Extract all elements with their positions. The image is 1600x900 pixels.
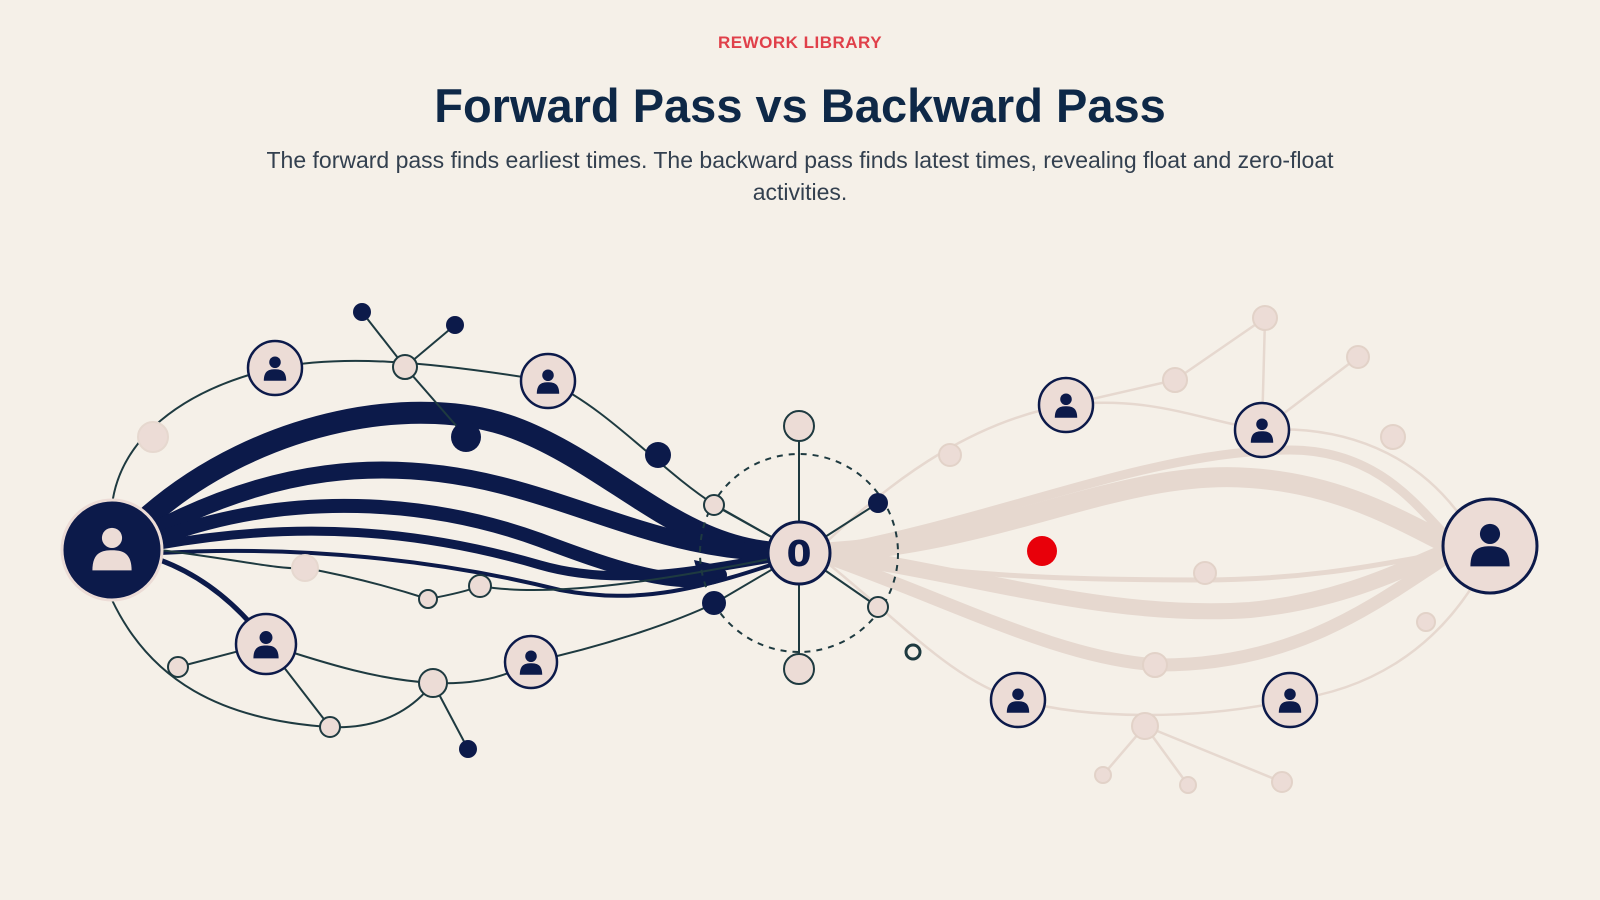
faded-node	[1162, 367, 1188, 393]
faded-arc	[1143, 724, 1284, 784]
user-node	[246, 339, 304, 397]
flow-strand	[158, 548, 802, 598]
faded-node	[1193, 561, 1217, 585]
ring-node	[867, 596, 889, 618]
faded-node	[938, 443, 962, 467]
zero-node-label: 0	[786, 534, 811, 575]
faded-node	[1094, 766, 1112, 784]
ring-dot	[868, 493, 888, 513]
faded-node	[1142, 652, 1168, 678]
user-node	[989, 671, 1047, 729]
library-kicker: REWORK LIBRARY	[717, 33, 883, 52]
user-node	[1233, 401, 1291, 459]
faded-node	[1131, 712, 1159, 740]
faded-node	[1252, 305, 1278, 331]
faded-node	[1271, 771, 1293, 793]
bottom-node	[783, 653, 815, 685]
float-ring	[699, 453, 899, 653]
faded-arc	[1260, 428, 1472, 532]
ring-node	[703, 494, 725, 516]
user-node	[519, 352, 577, 410]
faded-flow	[812, 549, 1453, 583]
flow-strand	[139, 401, 811, 565]
backward-pass-nodes	[938, 305, 1436, 794]
ring-dot	[702, 591, 726, 615]
user-node-start	[60, 498, 164, 602]
flow-strand	[146, 461, 814, 562]
faded-node	[1416, 612, 1436, 632]
user-node	[1261, 671, 1319, 729]
page-title: Forward Pass vs Backward Pass	[434, 79, 1166, 132]
zero-node	[766, 520, 832, 586]
faded-thick-flow	[810, 445, 1455, 558]
faded-node	[1179, 776, 1197, 794]
top-node	[783, 410, 815, 442]
page-subtitle: The forward pass finds earliest times. T…	[266, 147, 1334, 205]
faded-arc	[1064, 316, 1267, 407]
forward-pass-nodes	[137, 303, 671, 758]
user-node-end	[1441, 497, 1539, 595]
user-node	[503, 634, 559, 690]
critical-marker-dot	[1027, 536, 1057, 566]
center-milestone: 0	[699, 410, 899, 685]
faded-node	[1346, 345, 1370, 369]
user-node	[1037, 376, 1095, 434]
small-ring-node	[904, 643, 922, 661]
faded-arc	[1288, 588, 1472, 702]
faded-thick-flow	[805, 467, 1460, 563]
faded-node	[1380, 424, 1406, 450]
user-node	[234, 612, 298, 676]
faded-thick-flow	[807, 542, 1458, 620]
